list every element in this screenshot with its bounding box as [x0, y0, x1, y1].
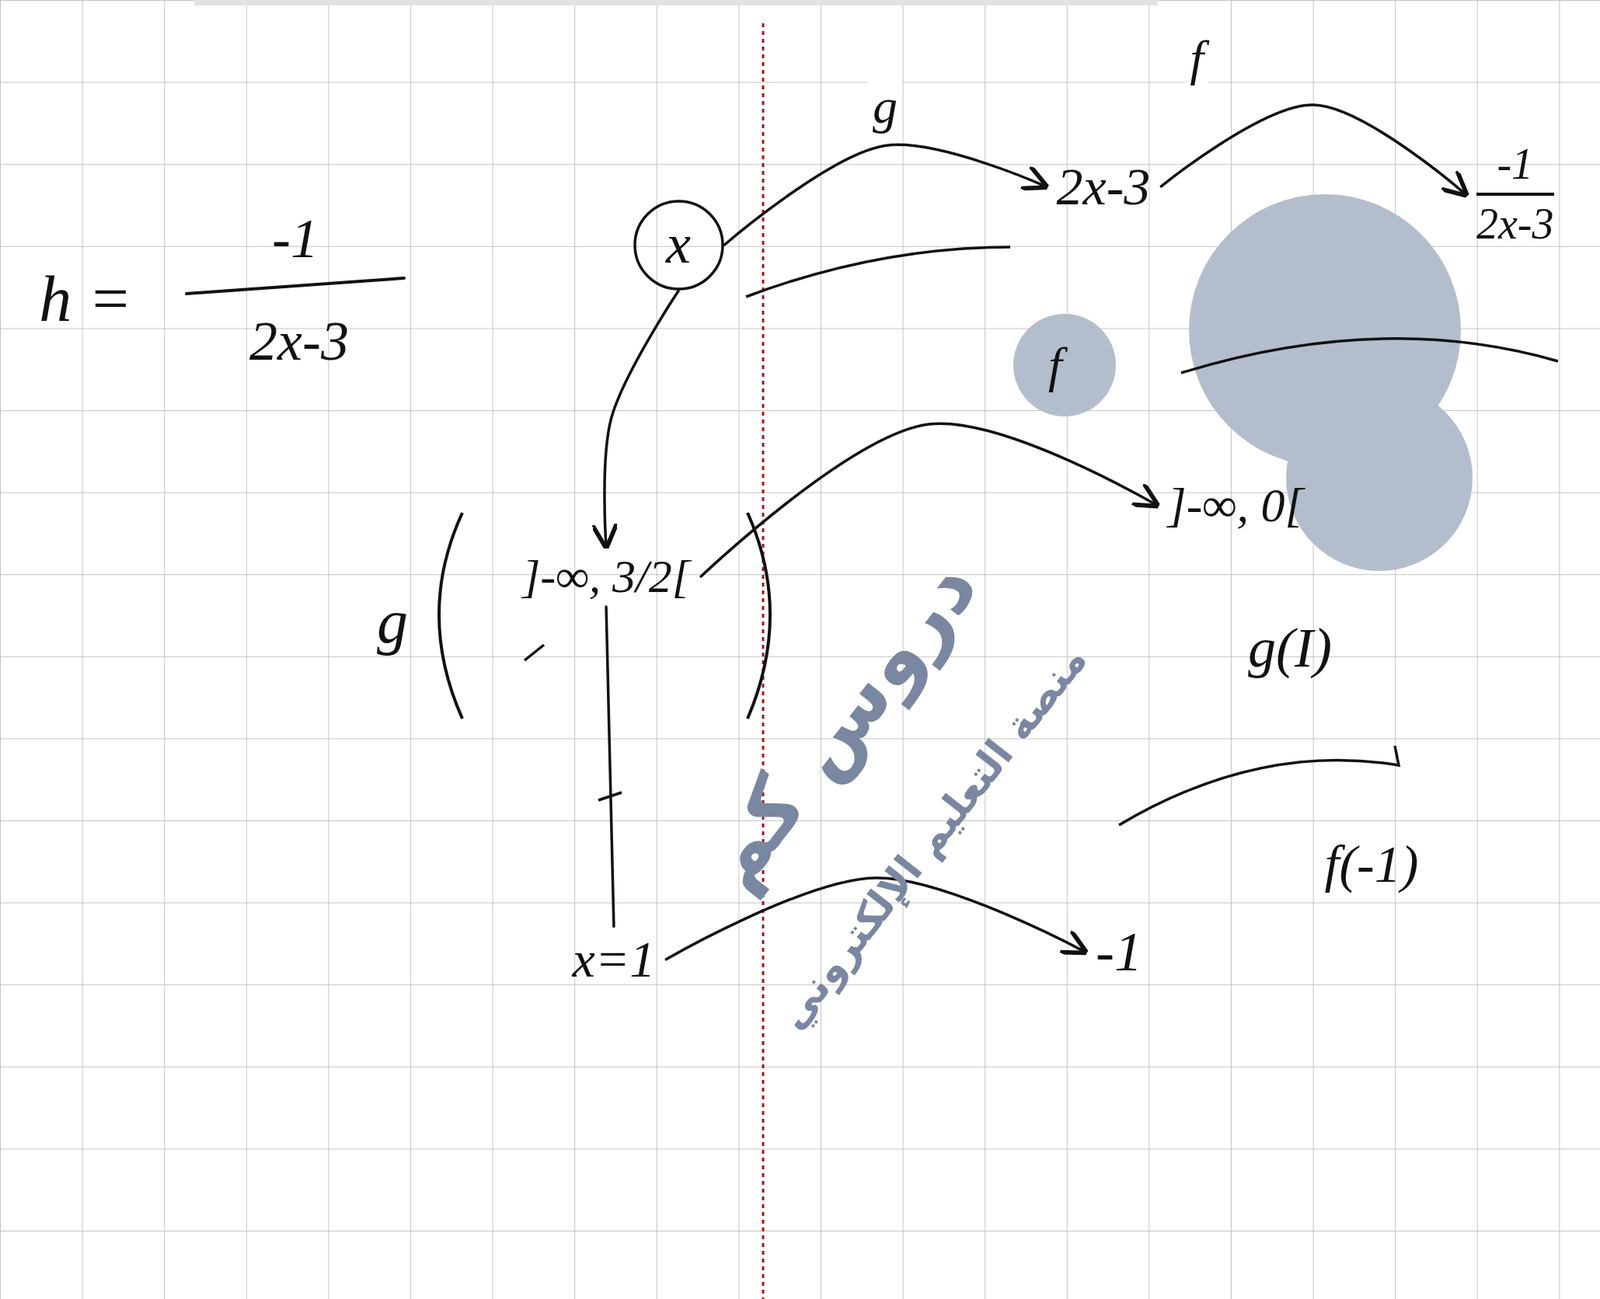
fraction-bar [186, 278, 405, 294]
denominator: 2x-3 [249, 310, 349, 373]
math-text: -1 [1476, 140, 1555, 197]
math-text: ]-∞, 0[ [1167, 478, 1304, 532]
expression: 2x-3 [1045, 153, 1162, 221]
stroke [1181, 338, 1559, 373]
math-text: -1 [1095, 921, 1143, 984]
fraction: -12x-3 [1465, 135, 1566, 254]
math-text: 2x-3 [1056, 157, 1151, 217]
function-name: h = [38, 263, 133, 335]
bracket-arc [1118, 745, 1399, 826]
function-name: f [1185, 31, 1209, 86]
function-name: g [867, 79, 903, 134]
circle-outline [634, 201, 723, 290]
function-name: f [1048, 338, 1063, 393]
parenthesis [439, 512, 463, 719]
math-text: x=1 [572, 931, 656, 989]
mapping-arrow [606, 606, 614, 928]
function-name: g [376, 587, 408, 656]
numerator: -1 [271, 208, 319, 270]
logo-circle [1013, 313, 1116, 417]
mapping-arrow [1160, 104, 1466, 195]
logo-circle [1286, 384, 1473, 572]
image-notation: g(I) [1247, 617, 1332, 680]
interval: ]-∞, 0[ [1157, 474, 1315, 537]
circled-variable: x [632, 198, 726, 292]
math-text: x [665, 213, 691, 276]
mapping-arrow [725, 144, 1046, 245]
interval: ]-∞, 3/2[ [511, 546, 701, 607]
value: -1 [1084, 916, 1154, 988]
value: x=1 [561, 927, 667, 994]
math-text: 2x-3 [1476, 195, 1555, 249]
mapping-arrow [604, 291, 679, 548]
top-bar [194, 0, 1158, 6]
math-text: ]-∞, 3/2[ [522, 550, 691, 603]
stroke [745, 247, 1011, 297]
value-notation: f(-1) [1324, 835, 1419, 894]
parenthesis [747, 512, 771, 719]
